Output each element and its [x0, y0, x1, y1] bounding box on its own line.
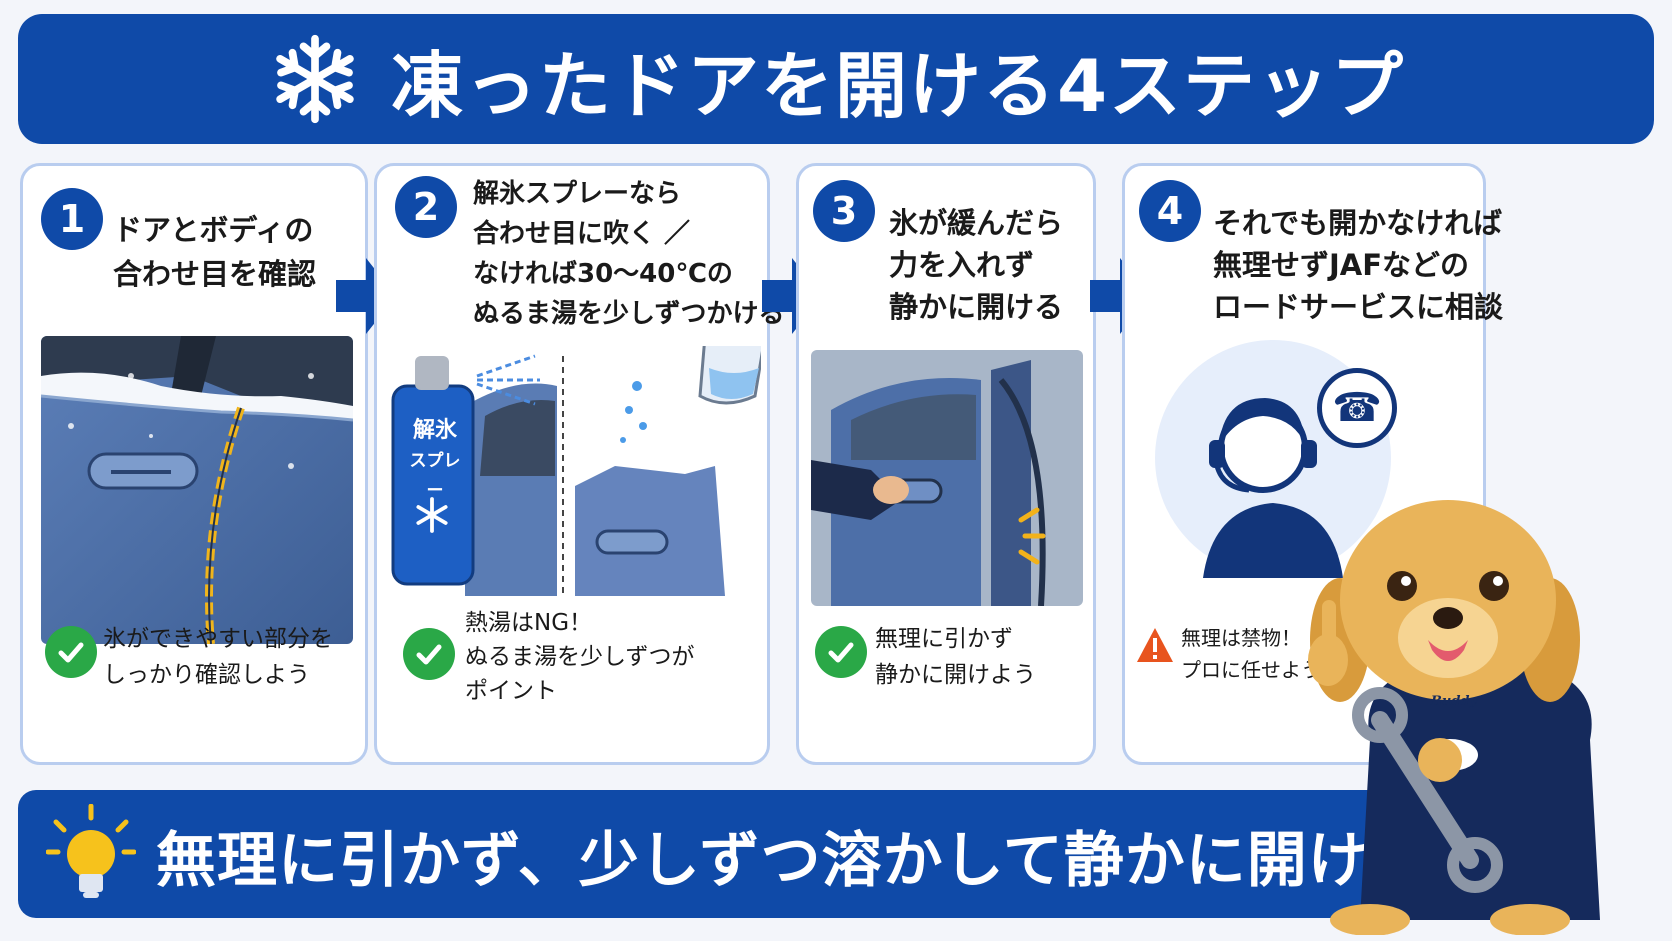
- lightbulb-icon: [46, 804, 136, 898]
- summary-text: 無理に引かず、少しずつ溶かして静かに開けよう: [156, 826, 1491, 896]
- check-icon: [45, 626, 97, 678]
- step-title: 解氷スプレーなら 合わせ目に吹く ／ なければ30〜40℃の ぬるま湯を少しずつ…: [473, 179, 785, 329]
- step-note: 氷ができやすい部分を しっかり確認しよう: [103, 626, 333, 688]
- summary-banner: 無理に引かず、少しずつ溶かして静かに開けよう: [18, 790, 1518, 918]
- step-note: 熱湯はNG！ ぬるま湯を少しずつが ポイント: [465, 610, 695, 704]
- opening-door-photo: [811, 350, 1083, 606]
- check-icon: [815, 626, 867, 678]
- page-title: 凍ったドアを開ける4ステップ: [390, 43, 1406, 128]
- step-card-1: 1 ドアとボディの 合わせ目を確認 氷ができやすい部分を しっかり確認しよう: [20, 163, 368, 765]
- snowflake-icon: [267, 34, 363, 127]
- step-note: 無理に引かず 静かに開けよう: [875, 626, 1036, 688]
- step-title: それでも開かなければ 無理せずJAFなどの ロードサービスに相談: [1213, 206, 1504, 324]
- spray-can-label: 解氷 スプレー: [409, 418, 461, 501]
- step-number: 4: [1139, 180, 1201, 242]
- step-number: 1: [41, 188, 103, 250]
- step-title: ドアとボディの 合わせ目を確認: [113, 213, 317, 291]
- check-icon: [403, 628, 455, 680]
- step-number: 3: [813, 180, 875, 242]
- mascot-dog: Buddy: [1300, 490, 1670, 936]
- step-title: 氷が緩んだら 力を入れず 静かに開ける: [889, 206, 1064, 324]
- step-card-3: 3 氷が緩んだら 力を入れず 静かに開ける 無理に引かず 静かに開けよう: [796, 163, 1096, 765]
- support-operator-icon: ☎: [1153, 338, 1397, 578]
- phone-bubble-icon: ☎: [1317, 368, 1397, 448]
- snowflake-icon: [416, 497, 448, 533]
- step-note: 無理は禁物！ プロに任せよう: [1181, 626, 1321, 682]
- warning-icon: [1137, 628, 1173, 662]
- step-number: 2: [395, 176, 457, 238]
- car-door-seam-photo: [41, 336, 353, 644]
- step-card-2: 2 解氷スプレーなら 合わせ目に吹く ／ なければ30〜40℃の ぬるま湯を少し…: [374, 163, 784, 765]
- spray-and-water-illustration: 解氷 スプレー: [385, 324, 767, 606]
- title-banner: 凍ったドアを開ける4ステップ: [18, 14, 1654, 144]
- name-badge: Buddy: [1430, 694, 1478, 709]
